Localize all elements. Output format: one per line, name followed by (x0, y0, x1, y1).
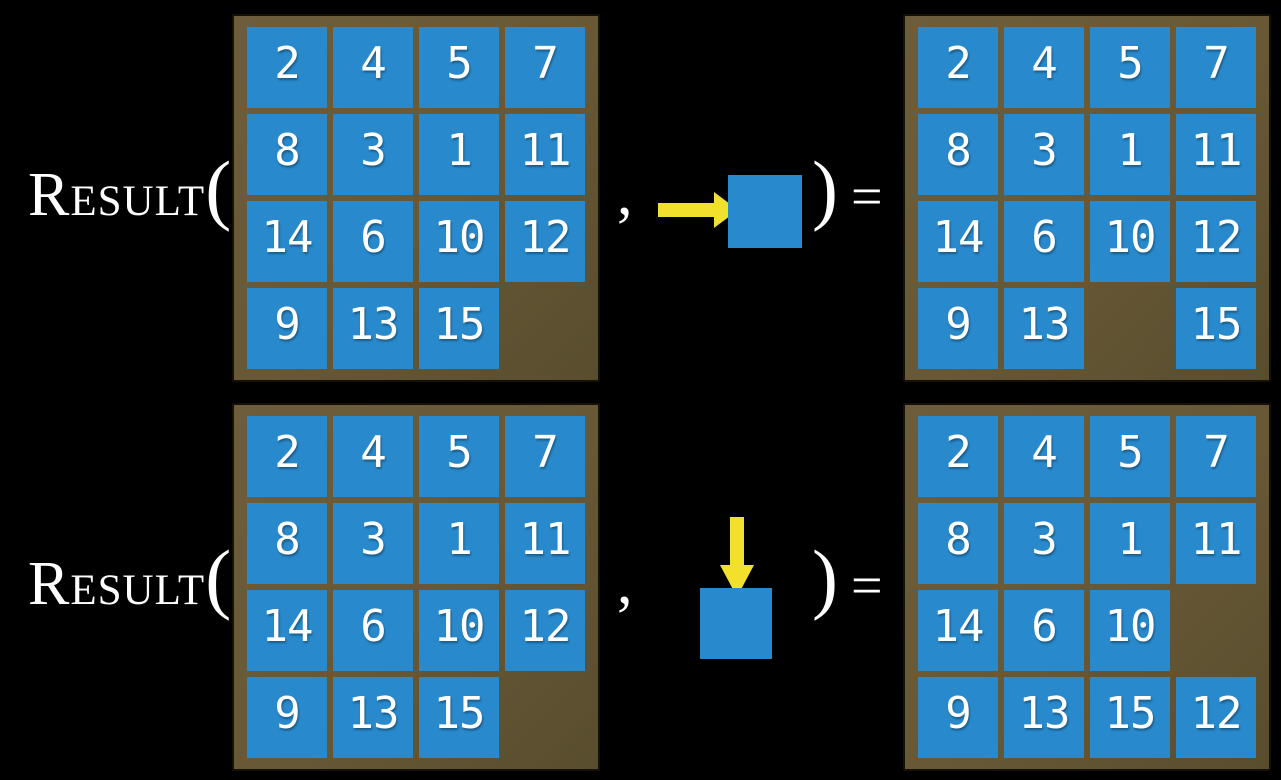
close-equals-label: ) = (812, 150, 883, 228)
puzzle-tile (1176, 590, 1256, 671)
puzzle-tile: 10 (1090, 590, 1170, 671)
puzzle-tile: 6 (1004, 590, 1084, 671)
puzzle-tile: 3 (1004, 114, 1084, 195)
puzzle-tile: 7 (505, 27, 585, 108)
puzzle-tile: 8 (247, 503, 327, 584)
input-board: 2 4 5 7 8 3 1 11 14 6 10 12 9 13 15 (232, 14, 600, 382)
puzzle-tile: 9 (247, 288, 327, 369)
puzzle-tile: 12 (505, 590, 585, 671)
puzzle-tile: 4 (1004, 416, 1084, 497)
puzzle-tile: 14 (247, 201, 327, 282)
equation-row-slide-right: Result ( 2 4 5 7 8 3 1 11 14 6 10 12 9 1… (28, 14, 1271, 382)
puzzle-tile: 14 (247, 590, 327, 671)
puzzle-tile (505, 677, 585, 758)
puzzle-tile: 15 (419, 677, 499, 758)
puzzle-tile: 1 (419, 503, 499, 584)
action-tile (700, 588, 772, 659)
comma-separator: , (617, 160, 633, 228)
puzzle-tile: 14 (918, 590, 998, 671)
puzzle-tile: 1 (1090, 114, 1170, 195)
input-board: 2 4 5 7 8 3 1 11 14 6 10 12 9 13 15 (232, 403, 600, 771)
puzzle-tile: 6 (1004, 201, 1084, 282)
puzzle-tile: 2 (247, 27, 327, 108)
puzzle-tile: 5 (1090, 27, 1170, 108)
puzzle-tile: 3 (333, 114, 413, 195)
puzzle-tile: 13 (333, 677, 413, 758)
close-paren: ) (812, 534, 838, 621)
puzzle-tile: 10 (419, 590, 499, 671)
puzzle-tile: 6 (333, 590, 413, 671)
puzzle-tile: 4 (333, 416, 413, 497)
result-board: 2 4 5 7 8 3 1 11 14 6 10 9 13 15 12 (903, 403, 1271, 771)
puzzle-tile: 12 (505, 201, 585, 282)
result-board: 2 4 5 7 8 3 1 11 14 6 10 12 9 13 15 (903, 14, 1271, 382)
puzzle-tile: 4 (333, 27, 413, 108)
result-function-name: Result (28, 161, 206, 229)
equation-row-slide-down: Result ( 2 4 5 7 8 3 1 11 14 6 10 12 9 1… (0, 389, 1281, 779)
puzzle-tile: 15 (1090, 677, 1170, 758)
puzzle-tile: 13 (1004, 677, 1084, 758)
result-function-label: Result ( (28, 539, 231, 617)
puzzle-tile (1090, 288, 1170, 369)
puzzle-tile: 2 (247, 416, 327, 497)
result-function-name: Result (28, 550, 206, 618)
puzzle-tile: 7 (1176, 416, 1256, 497)
puzzle-tile: 1 (1090, 503, 1170, 584)
puzzle-tile: 11 (505, 114, 585, 195)
puzzle-tile: 6 (333, 201, 413, 282)
puzzle-tile: 13 (333, 288, 413, 369)
right-arrow-icon (658, 192, 738, 228)
puzzle-tile: 3 (1004, 503, 1084, 584)
puzzle-tile: 8 (918, 114, 998, 195)
puzzle-tile: 2 (918, 416, 998, 497)
puzzle-tile: 9 (918, 288, 998, 369)
puzzle-tile (505, 288, 585, 369)
puzzle-tile: 10 (419, 201, 499, 282)
open-paren: ( (205, 145, 232, 232)
puzzle-tile: 12 (1176, 677, 1256, 758)
equals-sign: = (850, 166, 883, 228)
puzzle-tile: 11 (505, 503, 585, 584)
puzzle-tile: 5 (419, 27, 499, 108)
puzzle-tile: 7 (505, 416, 585, 497)
puzzle-tile: 5 (419, 416, 499, 497)
puzzle-tile: 8 (918, 503, 998, 584)
equals-sign: = (850, 555, 883, 617)
close-paren: ) (812, 145, 838, 232)
result-function-label: Result ( (28, 150, 231, 228)
puzzle-tile: 9 (918, 677, 998, 758)
puzzle-tile: 5 (1090, 416, 1170, 497)
puzzle-tile: 9 (247, 677, 327, 758)
puzzle-tile: 11 (1176, 503, 1256, 584)
puzzle-tile: 2 (918, 27, 998, 108)
action-tile (728, 175, 802, 248)
puzzle-tile: 15 (419, 288, 499, 369)
puzzle-tile: 4 (1004, 27, 1084, 108)
puzzle-tile: 11 (1176, 114, 1256, 195)
puzzle-tile: 3 (333, 503, 413, 584)
puzzle-tile: 1 (419, 114, 499, 195)
puzzle-tile: 8 (247, 114, 327, 195)
comma-separator: , (617, 549, 633, 617)
down-arrow-icon (720, 517, 754, 597)
puzzle-tile: 15 (1176, 288, 1256, 369)
puzzle-tile: 10 (1090, 201, 1170, 282)
open-paren: ( (205, 534, 232, 621)
puzzle-tile: 14 (918, 201, 998, 282)
puzzle-tile: 12 (1176, 201, 1256, 282)
puzzle-tile: 13 (1004, 288, 1084, 369)
puzzle-tile: 7 (1176, 27, 1256, 108)
close-equals-label: ) = (812, 539, 883, 617)
